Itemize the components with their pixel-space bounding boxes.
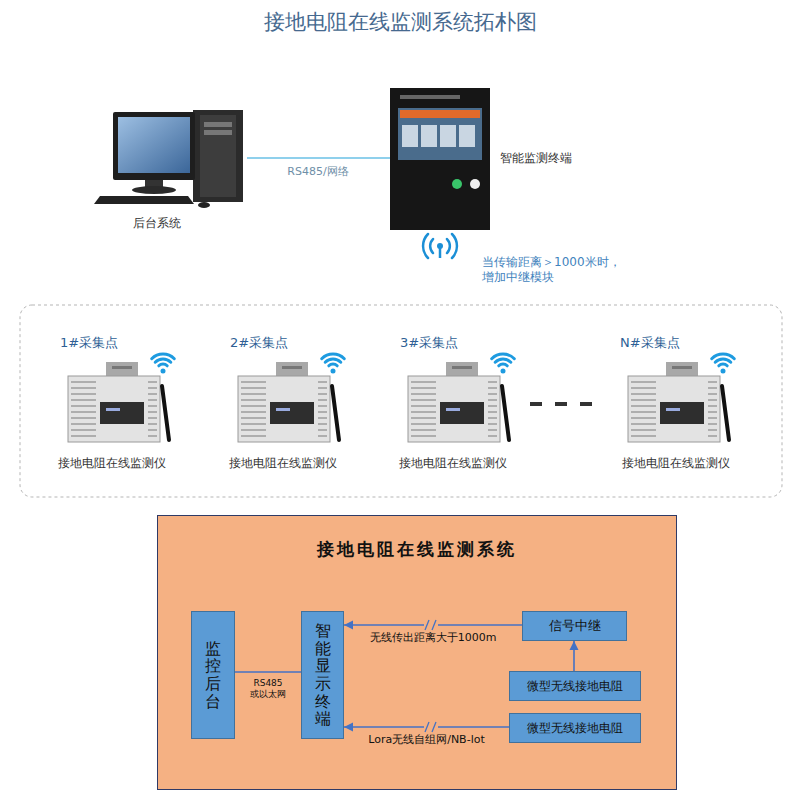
box-text: 微型无线接地电阻 (527, 678, 623, 695)
monitor-device (68, 354, 174, 442)
sensor-box: 微型无线接地电阻 (509, 671, 641, 701)
edge-label: Lora无线自组网/NB-lot (366, 733, 486, 746)
point-label: 3#采集点 (400, 335, 458, 351)
monitor-device (408, 354, 514, 442)
diagram-title: 接地电阻在线监测系统拓朴图 (0, 8, 800, 36)
point-label: N#采集点 (620, 335, 680, 351)
caption: 接地电阻在线监测仪 (399, 456, 507, 471)
box-text: 智能显示终端 (315, 622, 331, 728)
group-title: 接地电阻在线监测系统 (158, 538, 676, 561)
caption: 接地电阻在线监测仪 (622, 456, 730, 471)
relay-box: 信号中继 (522, 611, 627, 641)
wire-label: RS485/网络 (287, 165, 348, 179)
connector (235, 671, 301, 673)
backend-box: 监控后台 (191, 611, 235, 739)
computer-illustration (94, 110, 243, 208)
caption: 智能监测终端 (500, 151, 572, 166)
note: 当传输距离＞1000米时， 增加中继模块 (482, 255, 650, 285)
ellipsis-dashes (530, 402, 592, 406)
arrowhead (344, 621, 353, 630)
system-panel: 接地电阻在线监测系统监控后台 智能显示终端 信号中继微型无线接地电阻微型无线接地电阻… (157, 515, 677, 790)
terminal-illustration (390, 88, 490, 230)
caption: 后台系统 (133, 216, 181, 231)
sensor-box: 微型无线接地电阻 (509, 713, 641, 743)
connector (344, 726, 509, 728)
edge-label: RS485 或以太网 (238, 678, 298, 700)
edge-label: 无线传出距离大于1000m (368, 631, 499, 644)
arrowhead (570, 641, 579, 650)
arrowhead (344, 723, 353, 732)
connector (344, 624, 522, 626)
collection-area (20, 305, 782, 497)
box-text: 监控后台 (205, 640, 221, 710)
caption: 接地电阻在线监测仪 (229, 456, 337, 471)
box-text: 微型无线接地电阻 (527, 720, 623, 737)
point-label: 2#采集点 (230, 335, 288, 351)
monitor-device (238, 354, 344, 442)
point-label: 1#采集点 (60, 335, 118, 351)
caption: 接地电阻在线监测仪 (58, 456, 166, 471)
monitor-device (628, 354, 734, 442)
terminal-box: 智能显示终端 (301, 611, 344, 739)
wireless-icon (423, 234, 457, 258)
network-cable (247, 157, 390, 159)
box-text: 信号中继 (549, 617, 601, 635)
